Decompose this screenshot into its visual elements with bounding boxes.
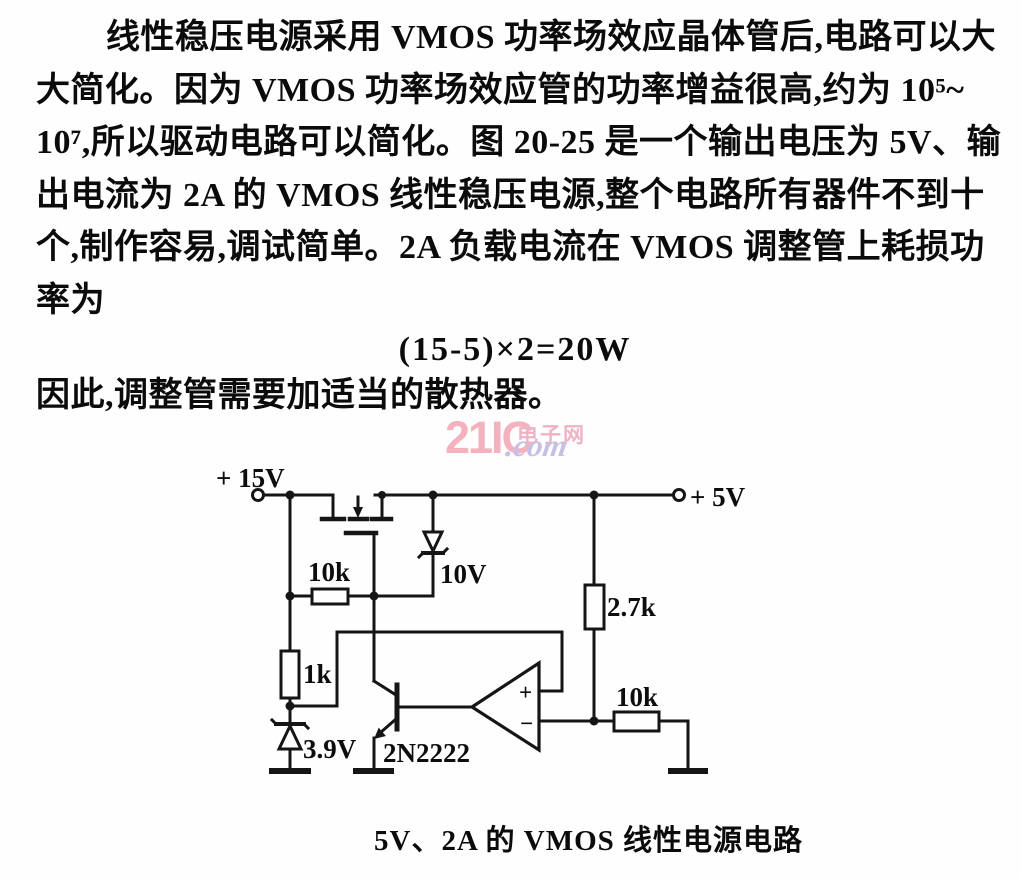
body-line: 线性稳压电源采用 VMOS 功率场效应晶体管后,电路可以大 — [106, 19, 996, 56]
zener-diode-10v — [372, 493, 450, 598]
body-line: 出电流为 2A 的 VMOS 线性稳压电源,整个电路所有器件不到十 — [36, 176, 985, 214]
lower-divider-label: 10k — [616, 682, 658, 712]
gate-resistor-label: 10k — [308, 557, 350, 587]
resistor-10k-gate — [288, 587, 376, 606]
body-line: 大简化。因为 VMOS 功率场效应管的功率增益很高,约为 10⁵~ — [36, 71, 965, 109]
body-text: 线性稳压电源采用 VMOS 功率场效应晶体管后,电路可以大 大简化。因为 VMO… — [36, 12, 1002, 419]
vin-terminal — [251, 488, 265, 502]
figure-caption: 5V、2A 的 VMOS 线性电源电路 — [374, 825, 804, 857]
ref-zener-label: 3.9V — [303, 734, 357, 764]
junction-dots — [285, 490, 599, 726]
body-line: 率为 — [36, 281, 105, 319]
opamp — [469, 660, 596, 753]
opamp-minus-sign: − — [520, 711, 533, 736]
reference-wire — [288, 630, 564, 708]
vout-label: + 5V — [690, 482, 746, 512]
vout-terminal — [672, 488, 686, 502]
power-formula: (15-5)×2=20W — [398, 331, 632, 368]
resistor-10k-feedback — [592, 710, 690, 771]
upper-divider-label: 2.7k — [607, 592, 656, 622]
body-line: 因此,调整管需要加适当的散热器。 — [36, 377, 563, 414]
body-line: 个,制作容易,调试简单。2A 负载电流在 VMOS 调整管上耗损功 — [36, 229, 985, 266]
transistor-2n2222 — [371, 678, 474, 772]
resistor-1k — [279, 649, 301, 700]
gate-zener-label: 10V — [440, 559, 487, 589]
body-line: 10⁷,所以驱动电路可以简化。图 20-25 是一个输出电压为 5V、输 — [36, 124, 1002, 161]
transistor-label: 2N2222 — [383, 738, 470, 768]
opamp-plus-sign: + — [519, 680, 532, 705]
vin-label: + 15V — [216, 463, 285, 493]
zener-diode-3v9 — [269, 717, 311, 772]
bias-resistor-label: 1k — [303, 659, 332, 689]
resistor-2k7 — [583, 493, 606, 723]
